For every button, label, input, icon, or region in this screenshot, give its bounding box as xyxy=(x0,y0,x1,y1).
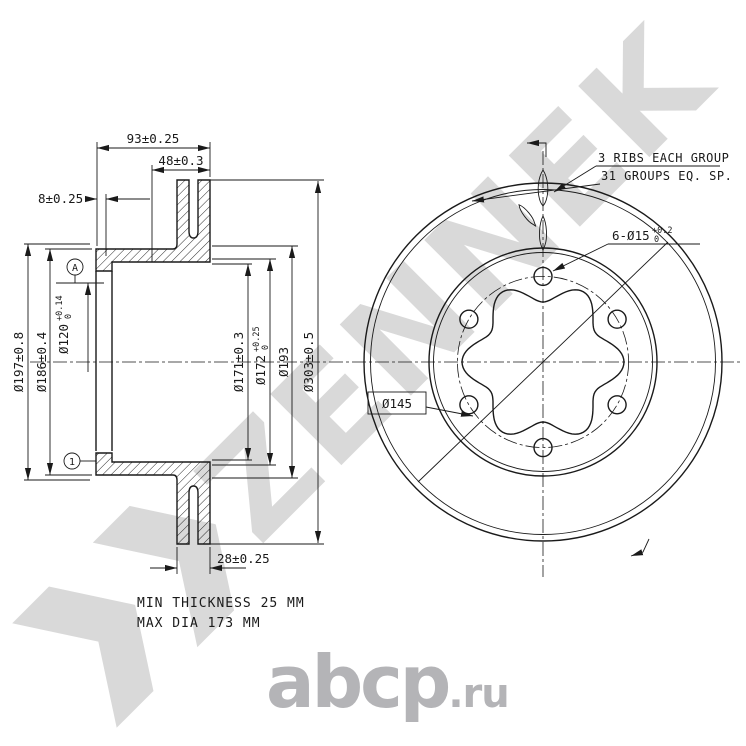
dim-flange-offset: 8±0.25 xyxy=(38,191,83,206)
note-max-dia: MAX DIA 173 MM xyxy=(137,616,261,631)
section-view: 93±0.25 48±0.3 8±0.25 Ø197±0.8 Ø186±0.4 xyxy=(11,131,324,631)
dim-overall-width: 93±0.25 xyxy=(127,131,180,146)
abcp-logo-tld: .ru xyxy=(448,671,509,717)
dim-bolt-circle-box xyxy=(367,391,427,415)
dim-ring-width: 48±0.3 xyxy=(158,153,203,168)
abcp-logo: abcp .ru xyxy=(266,640,510,724)
abcp-logo-text: abcp xyxy=(266,640,451,724)
dim-bolt-circle: Ø145 xyxy=(382,396,412,411)
disc-chamfer-circle xyxy=(370,189,716,535)
balloon-1-label: 1 xyxy=(69,457,75,468)
hub-face-circle xyxy=(433,252,653,472)
datum-a-label: A xyxy=(72,263,78,274)
dim-d172: Ø172 xyxy=(253,355,268,385)
disc-outer-circle xyxy=(363,182,723,542)
front-view: 3 RIBS EACH GROUP 31 GROUPS EQ. SP. 6-Ø1… xyxy=(30,139,741,577)
dim-holes-tol-lower: 0 xyxy=(654,235,659,245)
dim-d120: Ø120 xyxy=(56,324,71,354)
balloon-1 xyxy=(63,452,81,470)
center-opening-scallop xyxy=(461,289,625,435)
note-min-thickness: MIN THICKNESS 25 MM xyxy=(137,596,305,611)
dim-d172-tol-lower: 0 xyxy=(261,345,271,350)
note-ribs-line2: 31 GROUPS EQ. SP. xyxy=(601,169,732,183)
bolt-circle xyxy=(456,275,629,448)
section-corner-mark xyxy=(527,139,547,157)
dim-holes-tol-upper: +0.2 xyxy=(652,226,672,236)
note-ribs-line1: 3 RIBS EACH GROUP xyxy=(598,151,729,165)
datum-a-balloon xyxy=(66,258,84,276)
dim-holes: 6-Ø15 xyxy=(612,228,650,243)
hub-outer-circle xyxy=(428,247,658,477)
dim-ring-thickness: 28±0.25 xyxy=(217,551,270,566)
dim-d197: Ø197±0.8 xyxy=(11,332,26,392)
dim-d120-tol-upper: +0.14 xyxy=(55,295,65,321)
dim-d172-tol-upper: +0.25 xyxy=(252,326,262,352)
rotation-arrow-mark xyxy=(630,538,650,557)
section-outline-bottom xyxy=(95,452,211,545)
dim-d120-tol-lower: 0 xyxy=(64,314,74,319)
section-outline-top xyxy=(95,179,211,272)
